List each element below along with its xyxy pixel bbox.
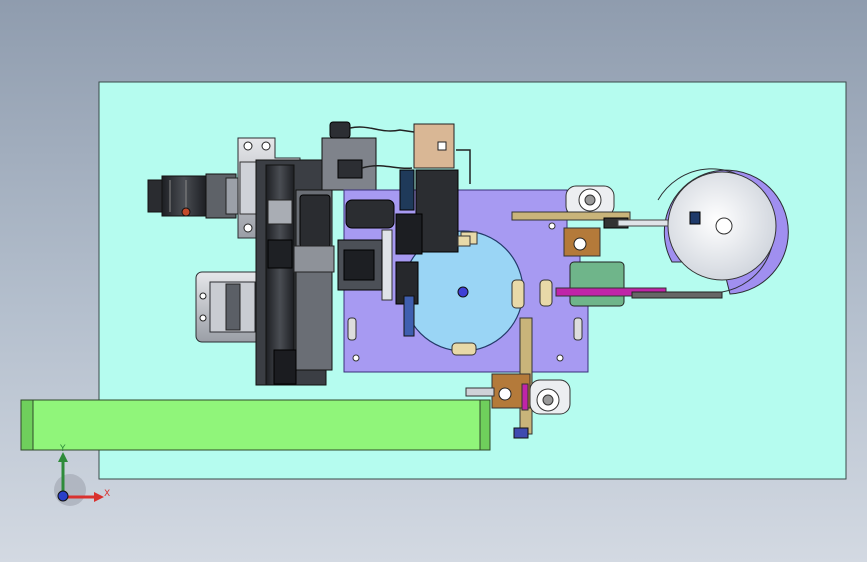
y-axis-label: Y xyxy=(59,444,66,454)
rotary-table xyxy=(402,230,553,356)
lower-left-housing xyxy=(195,271,269,343)
press-head xyxy=(395,123,471,255)
bowl-feeder xyxy=(617,168,789,299)
upper-right-mount xyxy=(511,185,667,307)
linear-module xyxy=(255,159,335,386)
green-rail xyxy=(20,399,491,451)
x-axis-label: X xyxy=(104,489,110,499)
top-sensor-cluster xyxy=(321,121,415,191)
slide-cylinder xyxy=(337,199,419,337)
servo-motor xyxy=(147,173,239,219)
lower-right-mount xyxy=(465,317,571,439)
coordinate-triad: Y X xyxy=(54,444,110,506)
